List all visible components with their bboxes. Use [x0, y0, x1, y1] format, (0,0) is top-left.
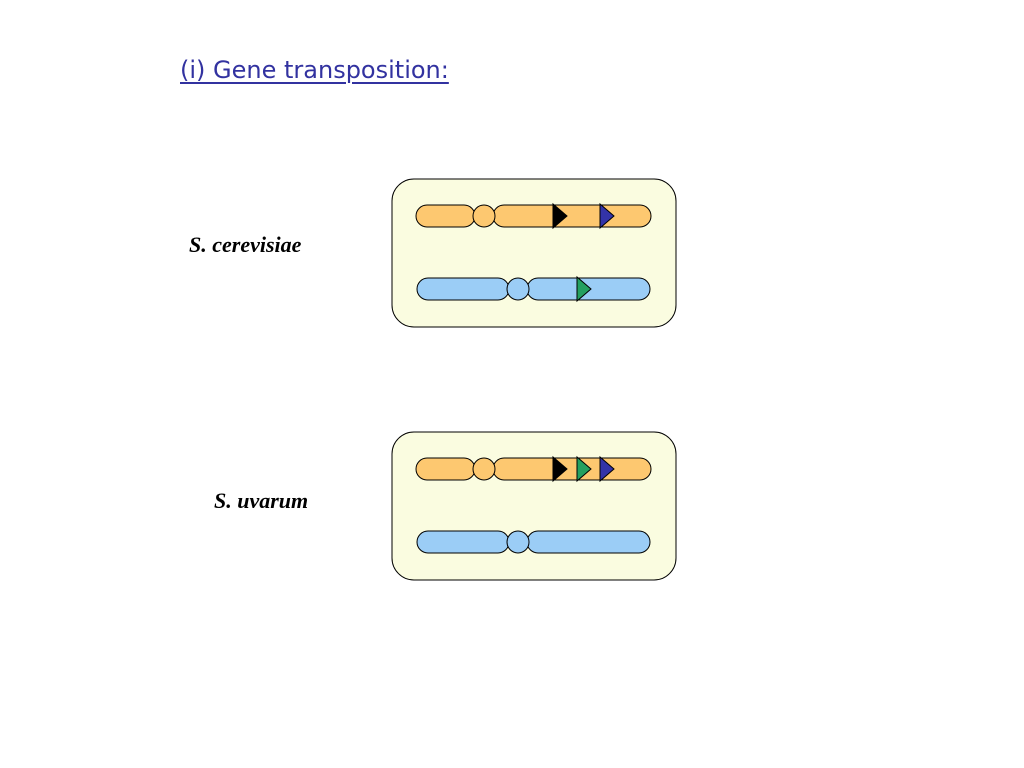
chromosome-right-arm	[492, 204, 652, 228]
chromosome-blue	[416, 530, 651, 554]
chromosome-orange	[415, 202, 652, 230]
gene-blue-marker	[599, 455, 615, 483]
panel-background	[391, 431, 677, 581]
chromosome-right-arm	[492, 457, 652, 481]
chromosome-orange	[415, 455, 652, 483]
gene-black-marker	[552, 202, 568, 230]
centromere	[472, 457, 496, 481]
gene-black-marker	[552, 455, 568, 483]
chromosome-blue	[416, 275, 651, 303]
chromosome-left-arm	[416, 530, 510, 554]
centromere	[506, 277, 530, 301]
slide-title: (i) Gene transposition:	[180, 56, 449, 84]
panel-background	[391, 178, 677, 328]
chromosome-right-arm	[526, 530, 651, 554]
centromere	[472, 204, 496, 228]
gene-green-marker	[576, 275, 592, 303]
chromosome-left-arm	[415, 204, 476, 228]
panel-s-cerevisiae	[391, 178, 677, 328]
chromosome-left-arm	[416, 277, 510, 301]
chromosome-left-arm	[415, 457, 476, 481]
panel-s-uvarum	[391, 431, 677, 581]
gene-green-marker	[576, 455, 592, 483]
species-label-s-uvarum: S. uvarum	[214, 488, 309, 513]
species-label-s-cerevisiae: S. cerevisiae	[189, 232, 302, 257]
gene-blue-marker	[599, 202, 615, 230]
centromere	[506, 530, 530, 554]
